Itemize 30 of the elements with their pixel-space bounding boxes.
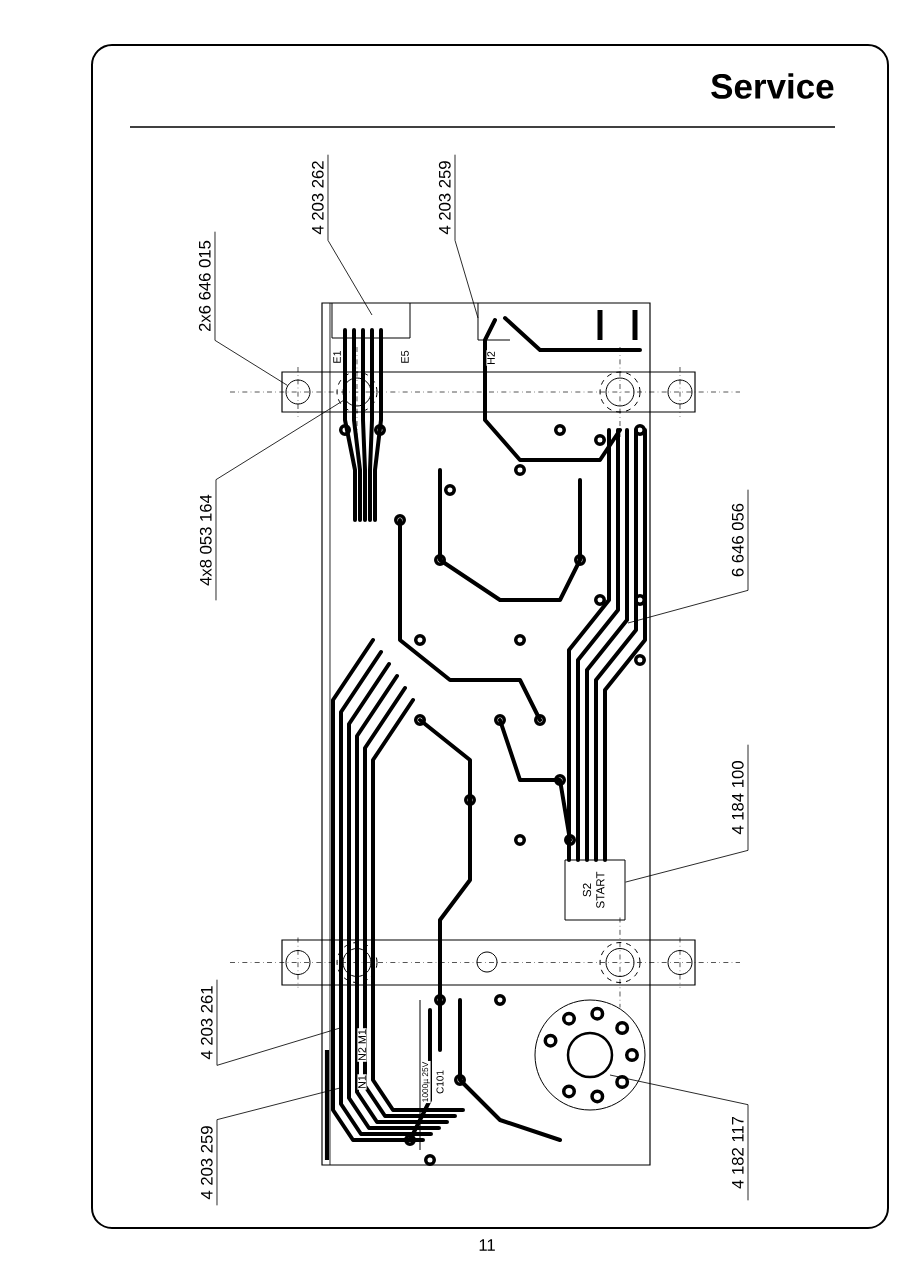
page-heading: Service: [711, 73, 834, 99]
part-number: 2x6 646 015: [198, 240, 211, 332]
page-number: 11: [479, 1239, 495, 1251]
part-number: 4x8 053 164: [199, 494, 212, 586]
switch-box: S2 START: [564, 859, 626, 921]
board-marking: 1000µ 25V: [421, 1060, 431, 1104]
leader-line: [627, 489, 749, 624]
leader-line: [625, 744, 749, 883]
part-number: 4 203 259: [200, 1126, 213, 1200]
part-number: 4 203 261: [200, 986, 213, 1060]
mounting-ring: [342, 377, 372, 407]
board-marking: C101: [435, 1069, 445, 1095]
part-number: 4 182 117: [731, 1116, 744, 1189]
board-marking: E5: [400, 349, 410, 365]
part-number: 4 203 262: [311, 161, 324, 235]
leader-line: [216, 979, 341, 1066]
leader-line: [327, 154, 373, 316]
part-number: 4 184 100: [731, 761, 744, 835]
leader-line: [214, 231, 288, 386]
board-marking: E1: [332, 349, 342, 365]
leader-line: [609, 1074, 749, 1201]
board-marking: N1: [357, 1074, 367, 1090]
board-marking: H2: [486, 350, 496, 366]
leader-line: [215, 399, 346, 601]
mounting-hole: [285, 379, 311, 405]
leader-line: [454, 154, 479, 319]
part-number: 4 203 259: [438, 161, 451, 235]
leader-line: [216, 1087, 341, 1206]
board-marking: N2 M1: [357, 1028, 367, 1062]
part-number: 6 646 056: [731, 503, 744, 577]
